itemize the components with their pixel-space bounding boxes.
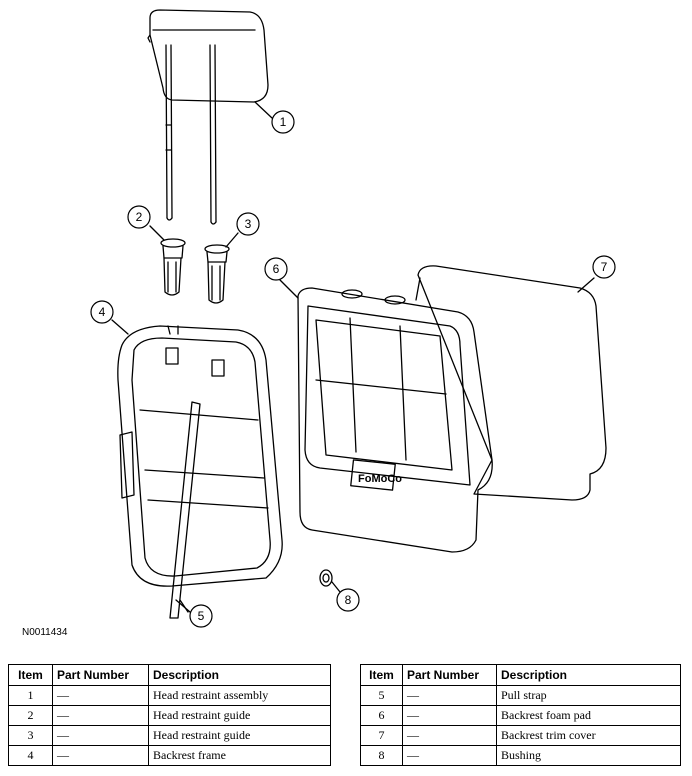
header-description: Description (148, 664, 331, 686)
exploded-view-illustration: FoMoCo 1 2 3 4 5 6 7 8 (90, 9, 616, 628)
callout-label-8: 8 (345, 593, 352, 607)
fomoco-logo-text: FoMoCo (358, 473, 402, 485)
callout-label-3: 3 (245, 217, 252, 231)
cell-description: Pull strap (496, 685, 681, 706)
table-header-row: Item Part Number Description (8, 664, 331, 686)
header-part-number: Part Number (402, 664, 497, 686)
cell-description: Head restraint guide (148, 705, 331, 726)
backrest-frame-part (117, 325, 283, 587)
cell-description: Backrest foam pad (496, 705, 681, 726)
pull-strap-part (169, 401, 201, 619)
callout-label-7: 7 (601, 260, 608, 274)
cell-item: 3 (8, 725, 53, 746)
backrest-trim-cover-part (415, 265, 607, 501)
callout-label-2: 2 (136, 210, 143, 224)
cell-description: Head restraint assembly (148, 685, 331, 706)
cell-part-number: — (52, 725, 149, 746)
cell-part-number: — (52, 745, 149, 766)
table-row: 1 — Head restraint assembly (8, 685, 331, 706)
cell-item: 5 (360, 685, 403, 706)
cell-part-number: — (402, 685, 497, 706)
callout-label-4: 4 (99, 305, 106, 319)
table-row: 4 — Backrest frame (8, 745, 331, 766)
callout-circle-7 (592, 255, 616, 279)
callout-circle-2 (127, 205, 151, 229)
table-row: 2 — Head restraint guide (8, 705, 331, 726)
cell-part-number: — (402, 705, 497, 726)
callout-circle-6 (264, 257, 288, 281)
backrest-foam-pad-part (297, 287, 493, 553)
cell-item: 8 (360, 745, 403, 766)
callout-label-5: 5 (198, 609, 205, 623)
callout-circle-8 (336, 588, 360, 612)
header-item: Item (360, 664, 403, 686)
callout-circle-3 (236, 212, 260, 236)
cell-part-number: — (402, 725, 497, 746)
cell-item: 1 (8, 685, 53, 706)
callout-circle-5 (189, 604, 213, 628)
parts-table-left: Item Part Number Description 1 — Head re… (8, 664, 331, 766)
cell-description: Backrest trim cover (496, 725, 681, 746)
cell-part-number: — (52, 685, 149, 706)
callout-label-1: 1 (280, 115, 287, 129)
head-restraint-guide-3 (204, 244, 230, 304)
table-row: 8 — Bushing (360, 745, 681, 766)
bushing-part (319, 569, 333, 587)
header-part-number: Part Number (52, 664, 149, 686)
cell-item: 4 (8, 745, 53, 766)
figure-id-label: N0011434 (22, 627, 68, 638)
parts-table-right: Item Part Number Description 5 — Pull st… (360, 664, 681, 766)
callout-label-6: 6 (273, 262, 280, 276)
head-restraint-part (147, 9, 269, 225)
callout-circle-4 (90, 300, 114, 324)
cell-part-number: — (402, 745, 497, 766)
table-row: 7 — Backrest trim cover (360, 725, 681, 746)
cell-description: Bushing (496, 745, 681, 766)
cell-item: 6 (360, 705, 403, 726)
cell-part-number: — (52, 705, 149, 726)
cell-item: 2 (8, 705, 53, 726)
cell-description: Head restraint guide (148, 725, 331, 746)
header-description: Description (496, 664, 681, 686)
callout-circle-1 (271, 110, 295, 134)
table-row: 6 — Backrest foam pad (360, 705, 681, 726)
header-item: Item (8, 664, 53, 686)
table-header-row: Item Part Number Description (360, 664, 681, 686)
table-row: 5 — Pull strap (360, 685, 681, 706)
cell-description: Backrest frame (148, 745, 331, 766)
cell-item: 7 (360, 725, 403, 746)
head-restraint-guide-2 (160, 238, 186, 296)
table-row: 3 — Head restraint guide (8, 725, 331, 746)
